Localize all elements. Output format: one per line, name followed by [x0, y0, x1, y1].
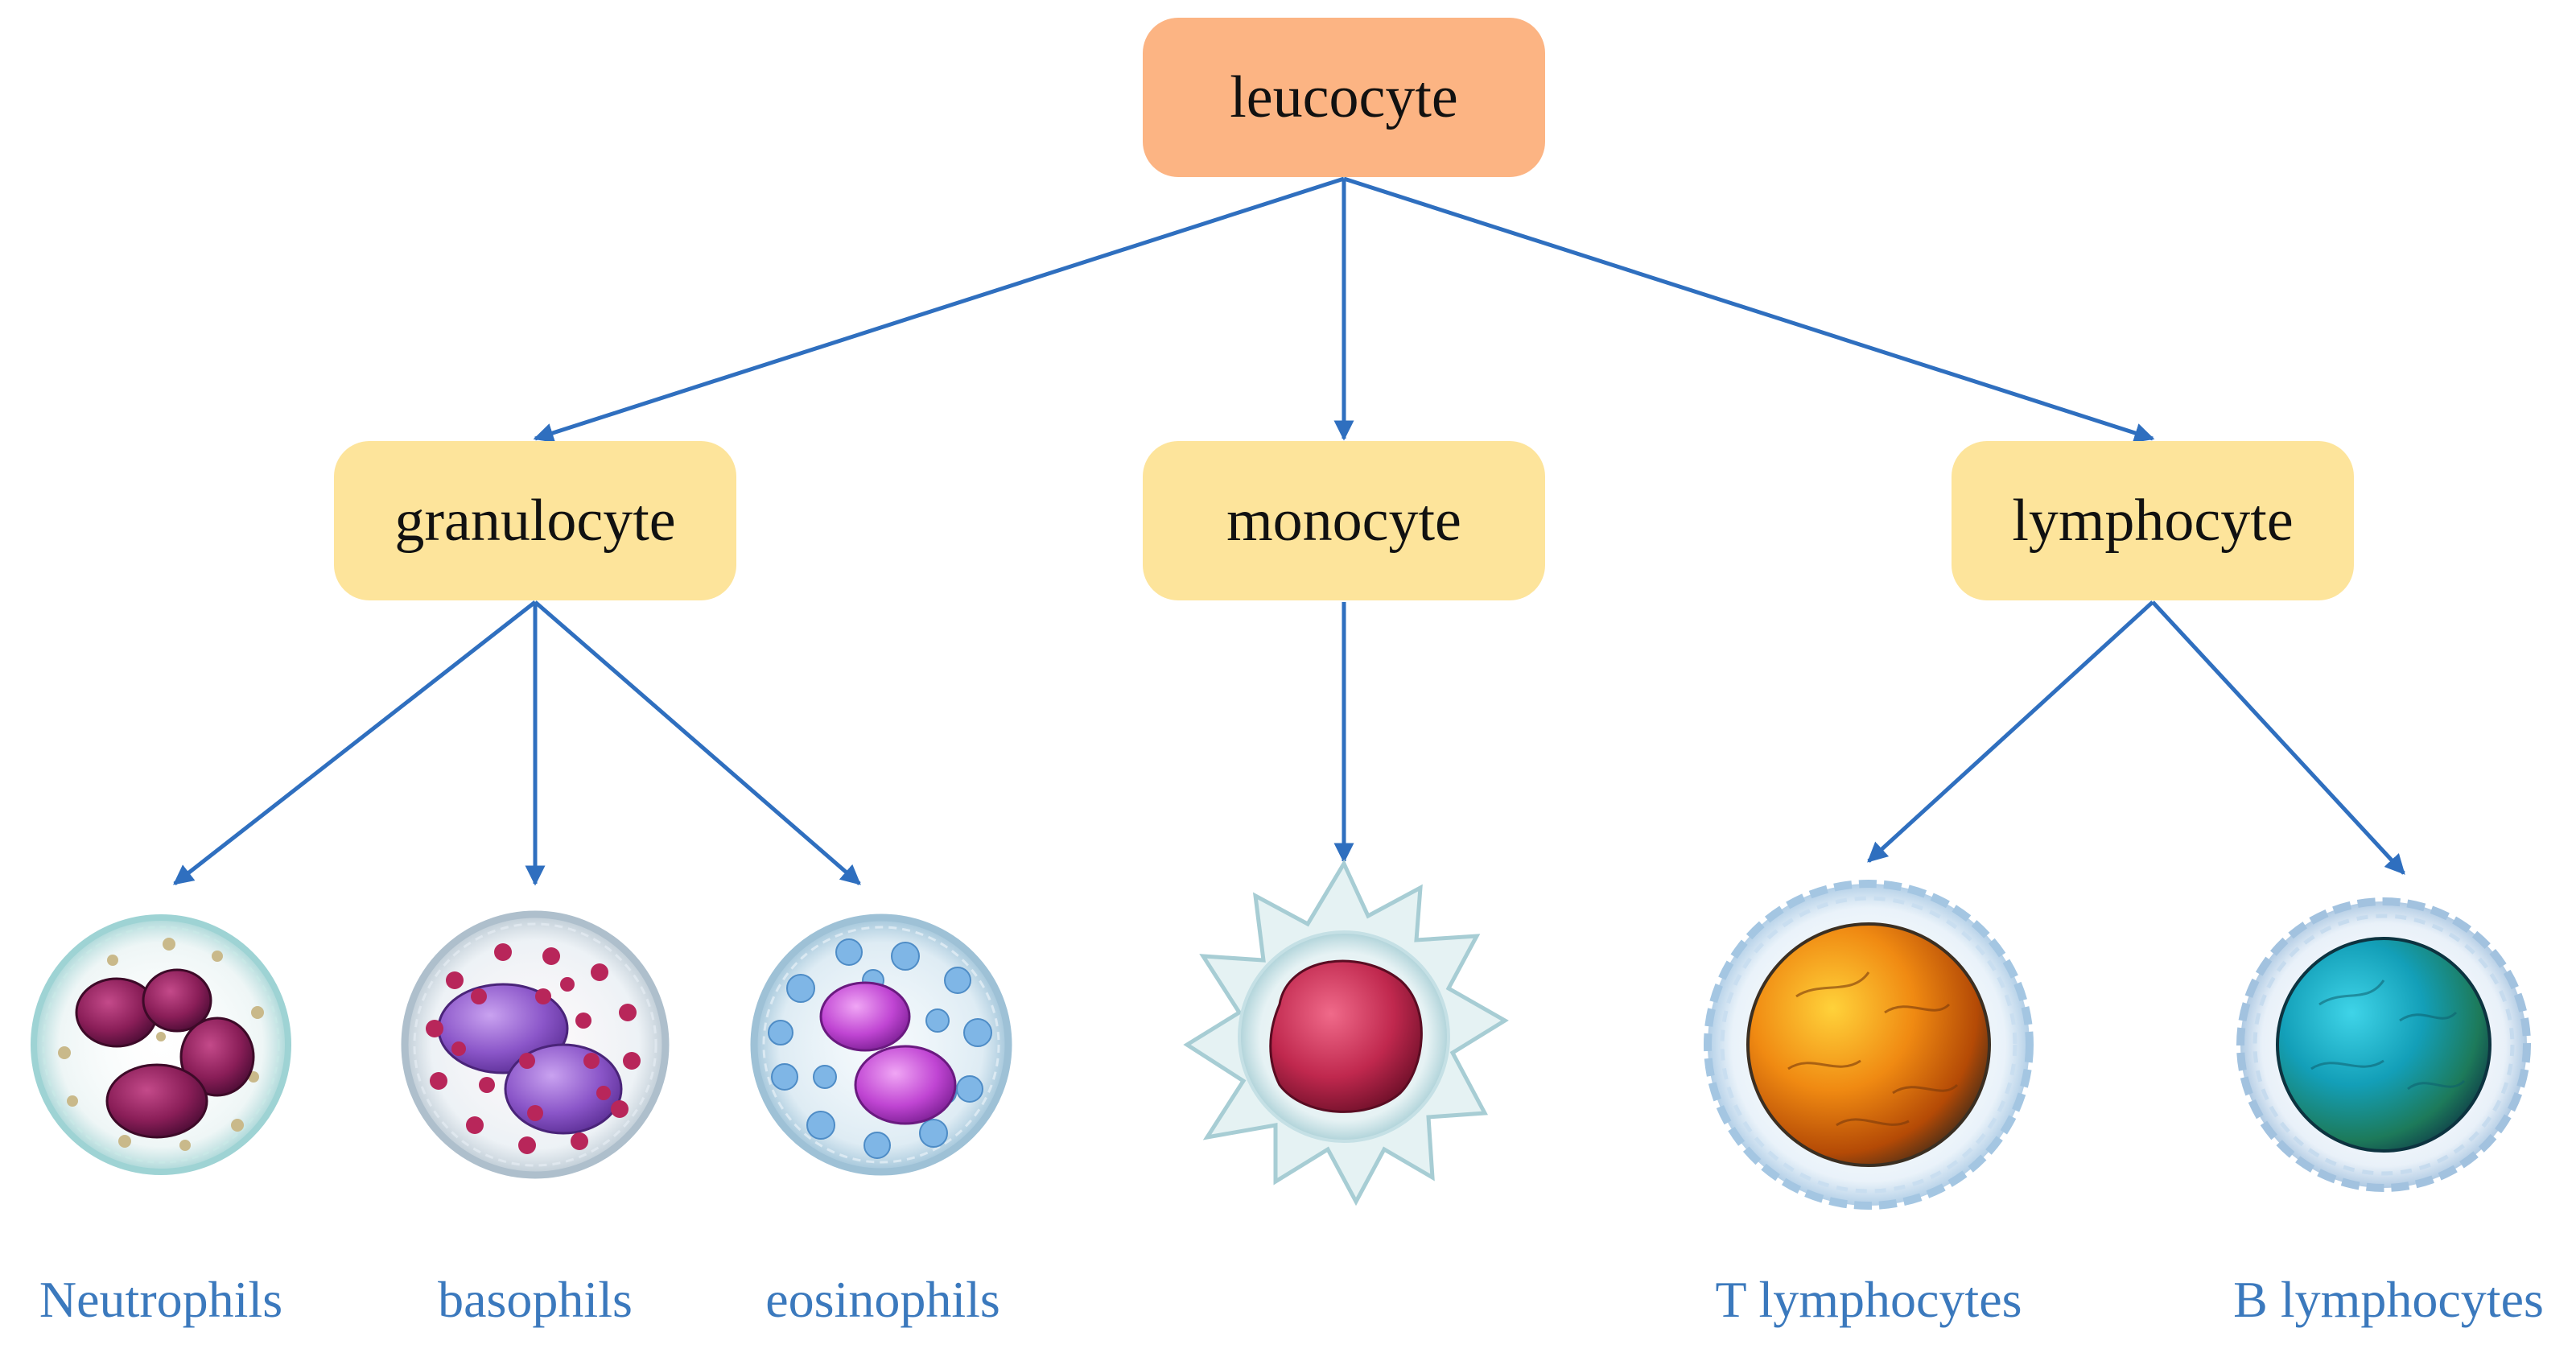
node-granulocyte: granulocyte: [334, 441, 736, 600]
b-lymphocyte-cell-icon: [2236, 897, 2531, 1192]
basophil-cell-icon: [401, 910, 670, 1179]
arrow-granulocyte-eosinophils: [534, 600, 861, 885]
arrow-lymphocyte-t-lymphocytes: [1867, 600, 2154, 863]
node-lymphocyte-label: lymphocyte: [2012, 487, 2294, 554]
cell-label-basophils: basophils: [438, 1271, 633, 1328]
t-lymphocyte-cell-icon: [1704, 880, 2034, 1210]
neutrophil-cell-icon: [31, 914, 291, 1175]
cell-label-eosinophils: eosinophils: [765, 1271, 1000, 1328]
monocyte-cell-icon: [1183, 859, 1509, 1206]
arrow-granulocyte-neutrophils: [173, 600, 537, 885]
node-monocyte-label: monocyte: [1226, 487, 1461, 554]
arrow-leucocyte-lymphocyte: [1343, 176, 2155, 443]
cell-label-t-lymphocytes: T lymphocytes: [1715, 1271, 2022, 1328]
arrow-lymphocyte-b-lymphocytes: [2151, 600, 2405, 875]
cell-label-b-lymphocytes: B lymphocytes: [2233, 1271, 2544, 1328]
eosinophil-cell-icon: [750, 914, 1012, 1176]
node-granulocyte-label: granulocyte: [394, 487, 676, 554]
node-monocyte: monocyte: [1143, 441, 1545, 600]
node-leucocyte-label: leucocyte: [1230, 64, 1458, 130]
node-leucocyte: leucocyte: [1143, 18, 1545, 177]
node-lymphocyte: lymphocyte: [1952, 441, 2354, 600]
connectors: [173, 176, 2405, 886]
cell-label-neutrophils: Neutrophils: [39, 1271, 283, 1328]
arrow-leucocyte-granulocyte: [533, 176, 1345, 443]
